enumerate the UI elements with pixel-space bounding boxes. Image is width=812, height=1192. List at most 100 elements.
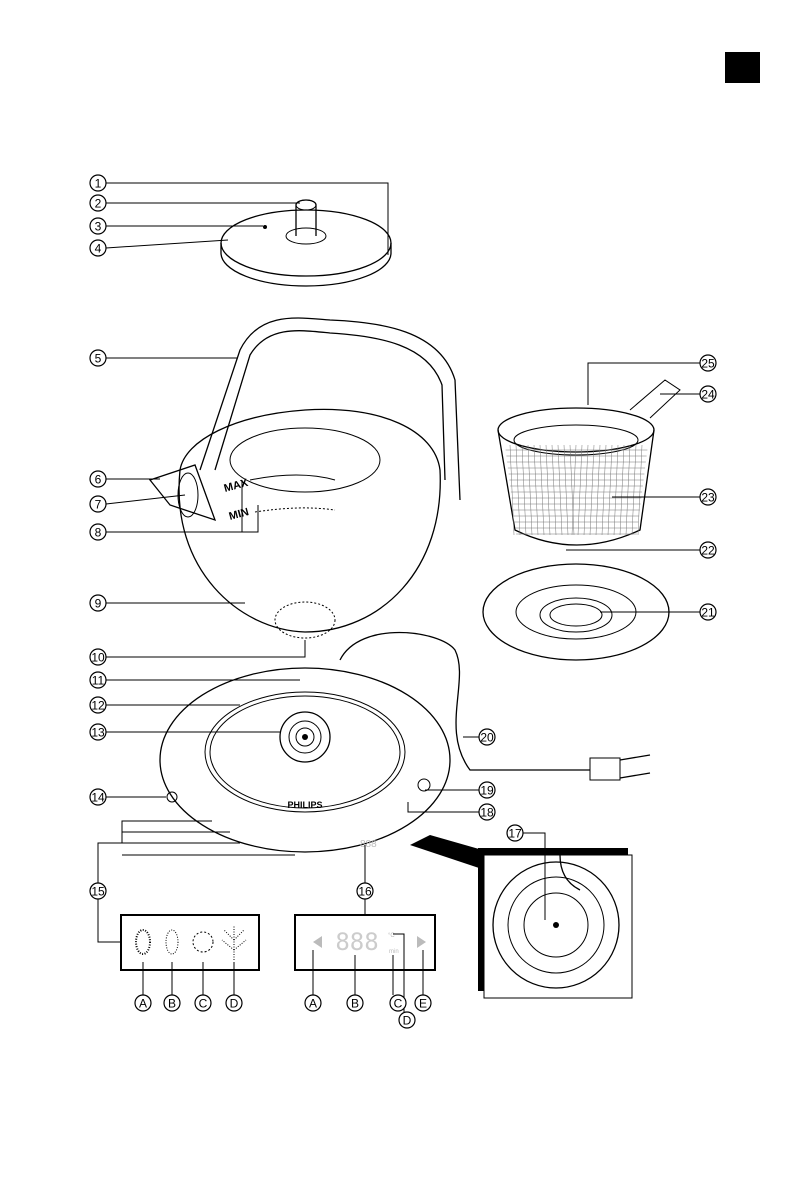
callout-label: E (419, 997, 427, 1011)
callout-4: 4 (89, 239, 107, 257)
callout-label: 14 (91, 791, 105, 805)
callout-label: C (199, 997, 208, 1011)
callout-label: 9 (95, 597, 102, 611)
callout-label: 8 (95, 526, 102, 540)
callout-circle (89, 523, 107, 541)
tea-type-panel (120, 914, 260, 971)
callout-circle (89, 174, 107, 192)
callout-circle (89, 696, 107, 714)
page-marker (725, 52, 760, 83)
callout-label: D (230, 997, 239, 1011)
tea-basket (482, 379, 681, 661)
display-callout-E: E (414, 994, 432, 1012)
callout-circle (699, 354, 717, 372)
tea-callout-B: B (163, 994, 181, 1012)
callout-13: 13 (89, 723, 107, 741)
callout-circle (89, 495, 107, 513)
callout-label: 4 (95, 242, 102, 256)
callout-label: 1 (95, 177, 102, 191)
max-mark: MAX (223, 477, 250, 495)
callout-label: 25 (701, 357, 715, 371)
callout-label: 11 (92, 674, 105, 688)
callout-label: 16 (358, 885, 372, 899)
connector-inset (478, 848, 633, 999)
callout-10: 10 (89, 648, 107, 666)
leader-line (407, 802, 479, 813)
callout-23: 23 (699, 488, 717, 506)
callout-circle (699, 603, 717, 621)
callout-circle (89, 349, 107, 367)
callout-circle (346, 994, 364, 1012)
callout-label: 18 (480, 806, 494, 820)
display-callout-C: C (389, 994, 407, 1012)
callout-label: 20 (480, 731, 494, 745)
callout-label: 10 (91, 651, 105, 665)
callout-18: 18 (478, 803, 496, 821)
callout-circle (194, 994, 212, 1012)
callout-1: 1 (89, 174, 107, 192)
callout-circle (89, 194, 107, 212)
callout-24: 24 (699, 385, 717, 403)
leader-line (106, 640, 306, 658)
display-callout-A: A (304, 994, 322, 1012)
callout-label: B (168, 997, 176, 1011)
display-callout-B: B (346, 994, 364, 1012)
callout-label: 12 (91, 699, 105, 713)
callout-label: 7 (95, 498, 102, 512)
callout-circle (89, 217, 107, 235)
callout-label: 6 (95, 473, 102, 487)
callout-label: 13 (91, 726, 105, 740)
callout-label: C (394, 997, 403, 1011)
callout-6: 6 (89, 470, 107, 488)
leader-line (523, 832, 546, 920)
callout-label: B (351, 997, 359, 1011)
display-callout-D: D (398, 1011, 416, 1029)
tea-callout-A: A (134, 994, 152, 1012)
callout-circle (699, 385, 717, 403)
callout-label: 15 (91, 885, 105, 899)
herbal-tea-icon (221, 925, 247, 960)
leader-line (97, 899, 121, 943)
leader-line (242, 505, 259, 533)
callout-circle (356, 882, 374, 900)
callout-label: 2 (95, 197, 102, 211)
callout-circle (89, 470, 107, 488)
leader-line (587, 362, 700, 405)
callout-circle (478, 728, 496, 746)
callout-label: A (139, 997, 147, 1011)
callout-circle (89, 723, 107, 741)
flower-tea-icon (192, 931, 214, 953)
black-tea-icon (135, 929, 151, 955)
brand-logo: PHILIPS (287, 800, 322, 810)
callout-circle (304, 994, 322, 1012)
callout-12: 12 (89, 696, 107, 714)
display-digits: 888 (335, 928, 378, 956)
callout-5: 5 (89, 349, 107, 367)
callout-circle (699, 541, 717, 559)
callout-15: 15 (89, 882, 107, 900)
leader-line (106, 182, 389, 255)
kettle: MAX MIN (148, 317, 461, 639)
callout-circle (163, 994, 181, 1012)
callout-label: D (403, 1014, 412, 1028)
callout-circle (89, 882, 107, 900)
callout-20: 20 (478, 728, 496, 746)
tea-callout-D: D (225, 994, 243, 1012)
callout-7: 7 (89, 495, 107, 513)
callout-label: 19 (480, 784, 494, 798)
callout-label: 21 (701, 606, 715, 620)
display-unit-time: min (389, 949, 399, 955)
callout-3: 3 (89, 217, 107, 235)
leader-line (105, 494, 186, 505)
callout-label: 3 (95, 220, 102, 234)
callout-label: 23 (701, 491, 715, 505)
callout-circle (89, 239, 107, 257)
green-tea-icon (165, 929, 179, 955)
callout-22: 22 (699, 541, 717, 559)
base-display-digits: 888 (360, 839, 377, 850)
callout-circle (699, 488, 717, 506)
callout-8: 8 (89, 523, 107, 541)
callout-14: 14 (89, 788, 107, 806)
callout-label: 22 (701, 544, 715, 558)
